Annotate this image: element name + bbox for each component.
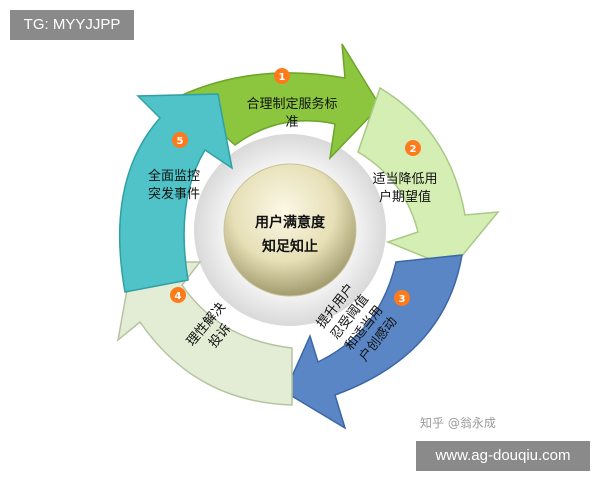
svg-text:3: 3 bbox=[399, 294, 406, 305]
segment-2-label-line2: 户期望值 bbox=[379, 189, 431, 205]
badge-3: 3 bbox=[394, 290, 410, 306]
svg-text:4: 4 bbox=[175, 291, 182, 302]
segment-4-arrow bbox=[116, 261, 293, 406]
center-title: 用户满意度 bbox=[255, 214, 326, 231]
segment-1-arrow bbox=[178, 43, 381, 161]
center-circle bbox=[223, 163, 357, 297]
segment-1-label-line2: 准 bbox=[285, 115, 298, 130]
segment-1-label-line1: 合理制定服务标 bbox=[246, 96, 337, 112]
top-watermark: TG: MYYJJPP bbox=[10, 10, 134, 40]
svg-text:5: 5 bbox=[177, 136, 184, 147]
badge-1: 1 bbox=[274, 68, 290, 84]
segment-2-arrow bbox=[357, 86, 500, 269]
author-credit: 知乎 @翁永成 bbox=[420, 416, 496, 430]
segment-2-label-line1: 适当降低用 bbox=[372, 172, 437, 187]
svg-text:2: 2 bbox=[410, 144, 417, 155]
svg-text:1: 1 bbox=[279, 72, 286, 83]
segment-5-label-line1: 全面监控 bbox=[148, 168, 200, 184]
badge-2: 2 bbox=[405, 140, 421, 156]
center-subtitle: 知足知止 bbox=[262, 238, 318, 255]
badge-5: 5 bbox=[172, 132, 188, 148]
bottom-watermark: www.ag-douqiu.com bbox=[416, 441, 590, 471]
segment-3-arrow bbox=[284, 254, 463, 430]
segment-5-label-line2: 突发事件 bbox=[148, 186, 200, 202]
segment-5-arrow bbox=[118, 93, 234, 293]
badge-4: 4 bbox=[170, 287, 186, 303]
